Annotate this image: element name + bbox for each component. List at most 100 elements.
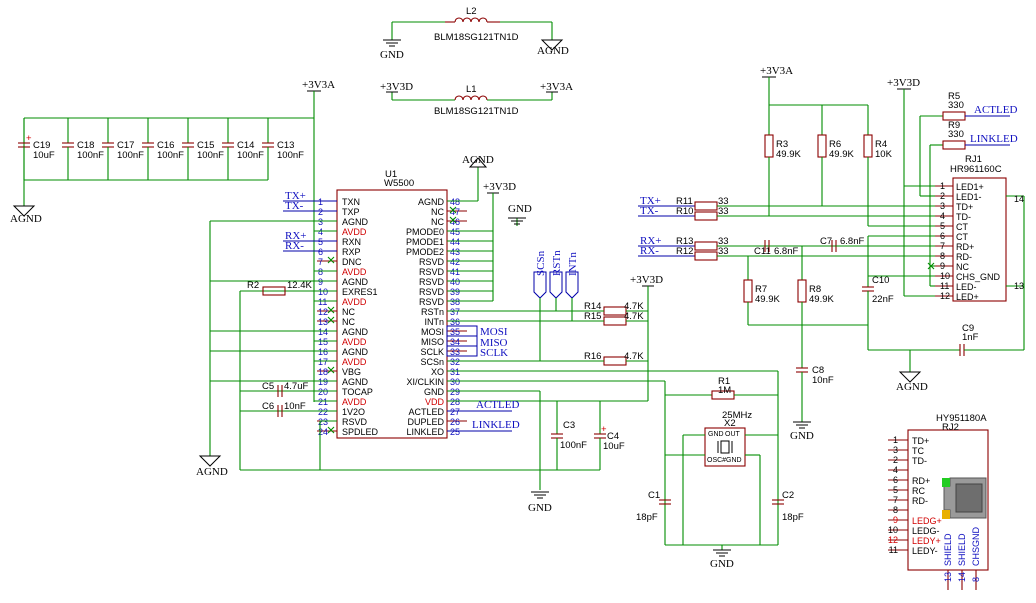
cap-ref: C19 [33, 140, 50, 151]
pin-number: 8 [318, 267, 323, 277]
pin-name: SHIELD [943, 533, 953, 566]
pin-number: 9 [940, 261, 945, 271]
r8-ref: R8 [809, 284, 821, 295]
pin-number: 13 [318, 317, 328, 327]
x2-pin-out: OUT [725, 431, 741, 438]
r16-value: 4.7K [624, 351, 644, 362]
r6-ref: R6 [829, 139, 841, 150]
pin-number: 28 [450, 397, 460, 407]
pin-number: 4 [940, 211, 945, 221]
pin-name: XO [431, 367, 444, 377]
pin-name: RD+ [956, 242, 974, 252]
x2-pin-osc: OSC# [707, 457, 726, 464]
cap-ref: C18 [77, 140, 94, 151]
c6-ref: C6 [262, 401, 274, 412]
v3v3a-label-2: +3V3A [302, 79, 335, 91]
rj2-ref: RJ2 [942, 422, 959, 433]
pin-number: 29 [450, 387, 460, 397]
u1-ref: U1 [385, 169, 397, 180]
pin-number: 39 [450, 287, 460, 297]
pin-name: CT [956, 232, 968, 242]
net-linkled-u1: LINKLED [472, 419, 520, 431]
pin-name: AGND [342, 327, 369, 337]
rj2-part: HY951180A [936, 413, 987, 424]
pin-name: RXP [342, 247, 361, 257]
pin-name: LED- [956, 282, 977, 292]
pin-number: 6 [893, 475, 898, 485]
net-txm-left: TX- [285, 200, 304, 212]
ferrite-l2: GND AGND L2 BLM18SG121TN1D [380, 6, 569, 61]
c4-ref: C4 [607, 431, 619, 442]
pin-name: AGND [418, 197, 445, 207]
u1-pin-18: 18 VBG [317, 367, 361, 377]
r3-value: 49.9K [776, 149, 801, 160]
c3-ref: C3 [563, 420, 575, 431]
pin-number: 34 [450, 337, 460, 347]
r11-ref: R11 [676, 196, 693, 207]
c1-value: 18pF [636, 512, 658, 523]
pin-name: LEDY+ [912, 536, 941, 546]
r13-value: 33 [718, 236, 729, 247]
v3v3d-led-label: +3V3D [887, 77, 920, 89]
pin-number: 18 [318, 367, 328, 377]
r5-ref: R5 [948, 91, 960, 102]
pin-name: RD- [912, 496, 928, 506]
pin-name: NC [431, 207, 444, 217]
c2-ref: C2 [782, 490, 794, 501]
pin-number: 10 [940, 271, 950, 281]
pin-name: PMODE2 [406, 247, 444, 257]
x2-ref: X2 [724, 418, 736, 429]
rj1-pin-4: 4 TD- [935, 211, 971, 222]
pin-number: 2 [940, 191, 945, 201]
pin-name: PMODE1 [406, 237, 444, 247]
net-miso: MISO [480, 337, 508, 349]
pin-number: 14 [957, 572, 967, 582]
pin-number: 11 [318, 297, 327, 307]
pin-name: ACTLED [408, 407, 444, 417]
pin-name: VBG [342, 367, 361, 377]
pin-number: 33 [450, 347, 460, 357]
r15-ref: R15 [584, 311, 601, 322]
pin-number: 27 [450, 407, 460, 417]
r13-ref: R13 [676, 236, 693, 247]
pin-name: LED+ [956, 292, 979, 302]
u1-right-pins: 48AGND47NC46NC45PMODE044PMODE143PMODE242… [406, 197, 467, 437]
pin-name: TD+ [956, 202, 973, 212]
pin-name: LEDG- [912, 526, 940, 536]
gnd-c8-symbol [792, 421, 812, 429]
pin-number: 7 [318, 257, 323, 267]
pin-name: NC [342, 307, 355, 317]
gnd-crystal-symbol [712, 549, 732, 557]
pin-number: 10 [888, 525, 898, 535]
pin-name: TD- [956, 212, 971, 222]
cap-value: 100nF [237, 150, 264, 161]
pin-number: 45 [450, 227, 460, 237]
cap-value: 100nF [77, 150, 104, 161]
r9-value: 330 [948, 129, 964, 140]
v3v3d-pmode-label: +3V3D [483, 181, 516, 193]
